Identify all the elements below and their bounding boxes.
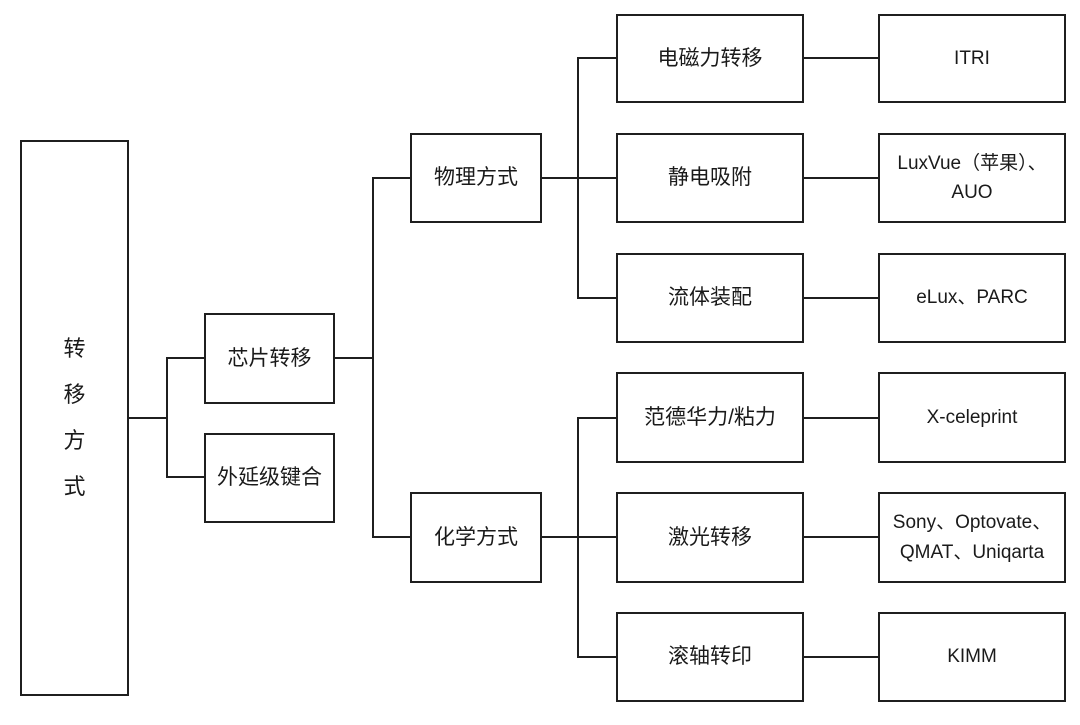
node-company-x-celeprint-label: X-celeprint xyxy=(926,406,1018,428)
node-company-kimm: KIMM xyxy=(878,612,1066,702)
node-company-kimm-label: KIMM xyxy=(947,646,997,668)
node-roller-transfer: 滚轴转印 xyxy=(616,612,804,702)
node-fluid-assembly: 流体装配 xyxy=(616,253,804,343)
node-chemical-method-label: 化学方式 xyxy=(434,525,518,549)
node-roller-transfer-label: 滚轴转印 xyxy=(668,645,752,669)
node-chemical-method: 化学方式 xyxy=(410,492,542,583)
node-company-elux-parc: eLux、PARC xyxy=(878,253,1066,343)
node-electrostatic-adsorption: 静电吸附 xyxy=(616,133,804,223)
node-epitaxial-bonding: 外延级键合 xyxy=(204,433,335,523)
node-root-transfer-methods: 转移方式 xyxy=(20,140,129,696)
node-electromagnetic-transfer-label: 电磁力转移 xyxy=(657,46,763,70)
node-company-itri-label: ITRI xyxy=(954,47,990,69)
node-laser-transfer: 激光转移 xyxy=(616,492,804,583)
node-company-luxvue-auo-label: LuxVue（苹果）、AUO xyxy=(897,152,1047,203)
node-electromagnetic-transfer: 电磁力转移 xyxy=(616,14,804,103)
node-physical-method-label: 物理方式 xyxy=(434,166,518,190)
node-van-der-waals-adhesion: 范德华力/粘力 xyxy=(616,372,804,463)
node-chip-transfer: 芯片转移 xyxy=(204,313,335,404)
node-fluid-assembly-label: 流体装配 xyxy=(668,286,752,310)
node-company-itri: ITRI xyxy=(878,14,1066,103)
node-electrostatic-adsorption-label: 静电吸附 xyxy=(668,166,752,190)
node-epitaxial-bonding-label: 外延级键合 xyxy=(217,466,322,490)
node-company-elux-parc-label: eLux、PARC xyxy=(916,287,1028,309)
node-company-sony-optovate-qmat-uniqarta: Sony、Optovate、QMAT、Uniqarta xyxy=(878,492,1066,583)
node-company-luxvue-auo: LuxVue（苹果）、AUO xyxy=(878,133,1066,223)
node-company-sony-optovate-qmat-uniqarta-label: Sony、Optovate、QMAT、Uniqarta xyxy=(892,512,1052,563)
node-company-x-celeprint: X-celeprint xyxy=(878,372,1066,463)
node-van-der-waals-adhesion-label: 范德华力/粘力 xyxy=(644,405,776,429)
node-chip-transfer-label: 芯片转移 xyxy=(227,346,312,370)
node-root-label: 转移方式 xyxy=(63,335,86,500)
node-laser-transfer-label: 激光转移 xyxy=(668,525,752,549)
node-physical-method: 物理方式 xyxy=(410,133,542,223)
